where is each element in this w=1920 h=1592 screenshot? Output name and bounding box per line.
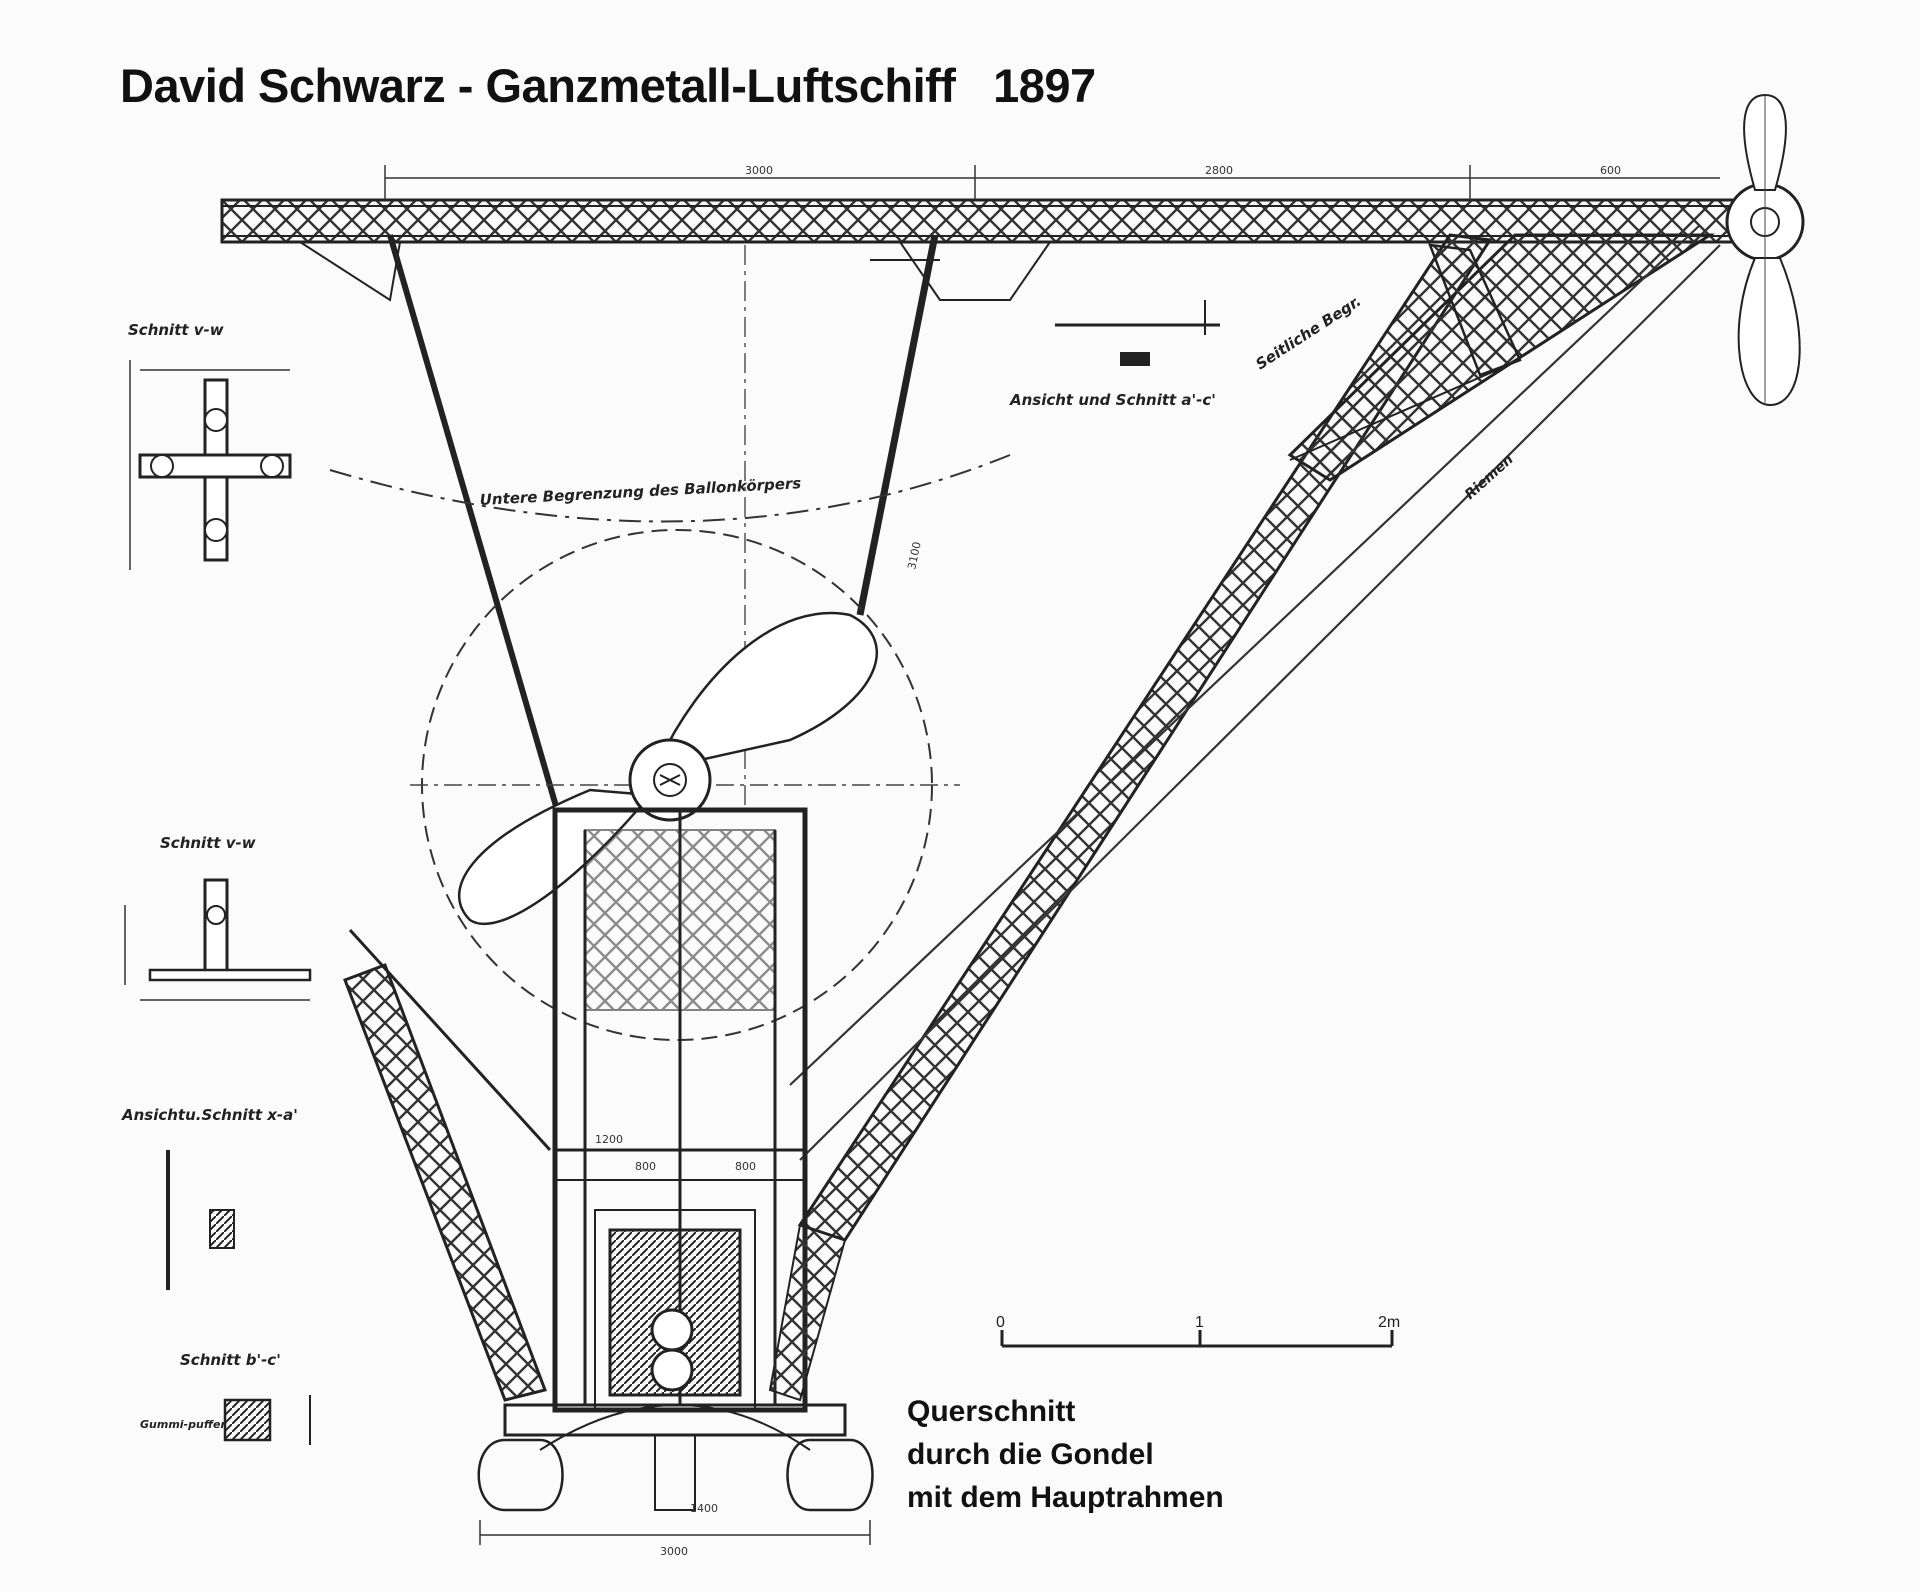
caption: Querschnitt durch die Gondel mit dem Hau…: [907, 1390, 1224, 1519]
dim-mid-b: 800: [635, 1160, 656, 1173]
top-truss: 3000 2800 600: [220, 164, 1759, 302]
label-riemen: Riemen: [1462, 451, 1517, 502]
dim-top-far: 600: [1600, 164, 1621, 177]
caption-line-2: durch die Gondel: [907, 1438, 1154, 1471]
left-suspension-strut: [387, 234, 940, 821]
detail-schnitt-bc: Schnitt b'-c' Gummi-puffer: [140, 1351, 311, 1445]
label-gummipuffer: Gummi-puffer: [140, 1418, 226, 1431]
left-diagonal-truss: [343, 928, 552, 1402]
gondola-base: 3000 1400: [477, 1403, 874, 1558]
scale-tick-1: 1: [1195, 1314, 1204, 1331]
label-schnitt-vw-2: Schnitt v-w: [160, 834, 256, 852]
tail-propeller: [1725, 93, 1805, 407]
caption-line-1: Querschnitt: [907, 1395, 1076, 1428]
dim-mid-a: 1200: [595, 1133, 623, 1146]
dim-bottom-width: 3000: [660, 1545, 688, 1558]
drawing-title: David Schwarz - Ganzmetall-Luftschiff 18…: [120, 59, 1096, 112]
dim-top-span: 3000: [745, 164, 773, 177]
label-untere-begrenzung: Untere Begrenzung des Ballonkörpers: [479, 474, 801, 509]
detail-schnitt-vw-cross: Schnitt v-w: [128, 321, 292, 570]
main-propeller: [410, 529, 960, 1041]
label-ansicht-und-schnitt: Ansicht und Schnitt a'-c': [1009, 391, 1216, 409]
detail-ansicht-schnitt: Ansicht und Schnitt a'-c': [1009, 300, 1220, 409]
detail-ansicht-schnitt-xa: Ansichtu.Schnitt x-a': [121, 1106, 298, 1290]
dim-mid-c: 800: [735, 1160, 756, 1173]
riemen-belts: Riemen: [789, 224, 1721, 1161]
label-seitliche-begr: Seitliche Begr.: [1252, 292, 1364, 373]
caption-line-3: mit dem Hauptrahmen: [907, 1481, 1224, 1514]
scale-bar: 0 1 2m: [996, 1314, 1400, 1348]
label-schnitt-vw: Schnitt v-w: [128, 321, 224, 339]
label-schnitt-bc: Schnitt b'-c': [180, 1351, 281, 1369]
dim-bottom-inner: 1400: [690, 1502, 718, 1515]
dim-top-right: 2800: [1205, 164, 1233, 177]
scale-tick-0: 0: [996, 1314, 1005, 1331]
gondola-frame: 1200 800 800: [552, 807, 847, 1413]
detail-schnitt-vw-angle: Schnitt v-w: [124, 834, 312, 1001]
scale-tick-2m: 2m: [1378, 1314, 1400, 1331]
label-ansicht-schnitt-xa: Ansichtu.Schnitt x-a': [121, 1106, 298, 1124]
dim-strut: 3100: [905, 541, 924, 571]
balloon-boundary: Untere Begrenzung des Ballonkörpers: [329, 245, 1011, 810]
right-diagonal-truss: Seitliche Begr.: [797, 233, 1716, 1242]
